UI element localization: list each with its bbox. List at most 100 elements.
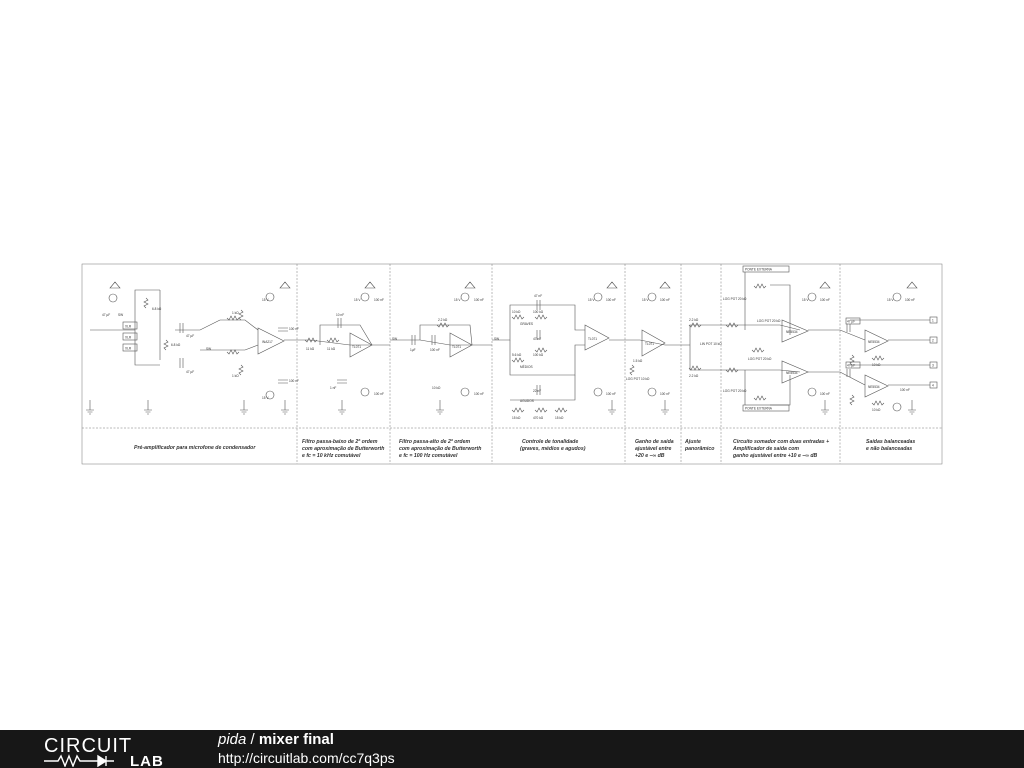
label-supply-3: 15 V — [354, 298, 361, 302]
schematic-frame — [81, 263, 943, 465]
label-r-10k-a: 10 kΩ — [432, 386, 441, 390]
schematic-diagram[interactable]: 47 µF SW XLR XLR XLR 6.8 kΩ 6.8 kΩ 47 µF… — [0, 0, 1024, 730]
label-graves: GRAVES — [520, 322, 533, 326]
caption-summer-3: ganho ajustável entre +10 e –∞ dB — [732, 453, 818, 459]
caption-tone-2: (graves, médios e agudos) — [520, 446, 586, 452]
ne5534-out-top — [864, 329, 889, 353]
logo-resistor-icon — [44, 754, 88, 767]
label-r-2k2-c: 2.2 kΩ — [689, 374, 699, 378]
ne5534-summer-top — [781, 319, 809, 343]
label-c-47u-b: 47 µF — [186, 334, 194, 338]
label-r-6k8-a: 6.8 kΩ — [152, 307, 162, 311]
label-r-6k8-b: 6.8 kΩ — [171, 343, 181, 347]
resistors — [143, 283, 885, 413]
label-supply-7: 15 V — [802, 298, 809, 302]
label-pot-log-20k-a: LOG POT 20 kΩ — [723, 297, 747, 301]
ne5534-summer-bottom — [781, 360, 809, 384]
circuit-name: mixer final — [258, 731, 334, 748]
label-supply-1: 15 V — [262, 298, 269, 302]
label-r-470k: 470 kΩ — [533, 416, 544, 420]
label-ina: INA217 — [262, 340, 273, 344]
label-r-10k-c: 10 kΩ — [872, 363, 881, 367]
label-tl071-1: TL071 — [352, 345, 361, 349]
label-supply-8: 15 V — [887, 298, 894, 302]
label-c-100n-14: 100 nF — [905, 298, 915, 302]
circuitlab-logo[interactable]: CIRCUIT LAB — [44, 733, 174, 767]
label-sw-1: SW — [118, 313, 123, 317]
label-c-100n-12: 100 nF — [820, 298, 830, 302]
logo-text-lab: LAB — [130, 753, 164, 767]
label-r-11k: 11 kΩ — [306, 347, 315, 351]
label-c-47n-b: 47 nF — [533, 337, 541, 341]
label-medios: MÉDIOS — [520, 364, 533, 369]
label-c-100n-15: 100 nF — [900, 388, 910, 392]
label-ne5534-3: NE5534 — [868, 340, 880, 344]
caption-highpass-1: Filtro passa-alto de 2ª ordem — [399, 439, 470, 445]
op-amps — [257, 319, 889, 398]
label-r-1k5: 1.5 kΩ — [633, 359, 643, 363]
label-r-11k-b: 11 kΩ — [327, 347, 336, 351]
title-separator: / — [246, 731, 259, 748]
label-c-100n-13: 100 nF — [820, 392, 830, 396]
label-pin-2: 2 — [932, 339, 934, 343]
label-supply-6: 15 V — [642, 298, 649, 302]
connectors — [122, 265, 938, 412]
label-ne5534-1: NE5534 — [786, 330, 798, 334]
tl071-highpass-opamp — [449, 332, 473, 358]
caption-pan-2: panorâmico — [684, 446, 714, 452]
label-ponte-top: PONTE EXTERNA — [745, 268, 773, 272]
label-ne5534-4: NE5534 — [868, 385, 880, 389]
label-tl071-3: TL071 — [588, 337, 597, 341]
caption-pan-1: Ajuste — [684, 439, 701, 445]
ina217-opamp — [257, 327, 285, 355]
label-c-100n-8: 100 nF — [606, 298, 616, 302]
label-c-47u-out2: 47 µF — [847, 364, 855, 368]
label-xlr-3: XLR — [125, 347, 132, 351]
footer-bar — [0, 730, 1024, 768]
signal-wires — [90, 272, 930, 406]
label-supply-4: 15 V — [454, 298, 461, 302]
ne5534-out-bottom — [864, 374, 889, 398]
supply-sources — [108, 292, 902, 412]
logo-text-circuit: CIRCUIT — [44, 735, 132, 757]
label-c-1n: 1 nF — [330, 386, 336, 390]
label-xlr-2: XLR — [125, 336, 132, 340]
label-r-15k-b: 15 kΩ — [555, 416, 564, 420]
logo-diode-icon — [88, 754, 114, 767]
label-c-100n-2: 100 nF — [289, 379, 299, 383]
label-pin-4: 4 — [932, 384, 934, 388]
label-ne5534-2: NE5534 — [786, 371, 798, 375]
label-c-47n: 47 nF — [534, 294, 542, 298]
label-r-1k-a: 1 kΩ — [232, 311, 239, 315]
circuit-title: pida / mixer final — [218, 731, 334, 748]
label-c-10n: 10 nF — [336, 313, 344, 317]
label-pot-log-20k-d: LOG POT 20 kΩ — [723, 389, 747, 393]
caption-gain-3: +20 e –∞ dB — [635, 453, 665, 459]
caption-outputs-2: e não balanceadas — [866, 446, 912, 452]
label-sw-3: SW — [392, 337, 397, 341]
label-c-1u: 1µF — [410, 348, 416, 352]
label-r-15k-a: 15 kΩ — [512, 416, 521, 420]
circuit-url[interactable]: http://circuitlab.com/cc7q3ps — [218, 750, 395, 766]
label-c-100n-10: 100 nF — [660, 298, 670, 302]
label-r-2k2-b: 2.2 kΩ — [689, 318, 699, 322]
tl071-lowpass-opamp — [349, 332, 373, 358]
label-tl071-2: TL071 — [452, 345, 461, 349]
section-captions: Pré-amplificador para microfone de conde… — [134, 439, 915, 459]
label-agudos: AGUDOS — [520, 399, 534, 403]
label-r-5k6: 5.6 kΩ — [512, 353, 522, 357]
author-link[interactable]: pida — [218, 731, 247, 748]
caption-lowpass-1: Filtro passa-baixo de 2ª ordem — [302, 439, 378, 445]
label-c-100n-4: 100 nF — [374, 392, 384, 396]
label-tl071-4: TL071 — [645, 342, 654, 346]
label-pot-lin: LIN POT 10 kΩ — [700, 342, 722, 346]
label-c-47u-out1: 47 µF — [847, 320, 855, 324]
label-r-100k-a: 100 kΩ — [533, 310, 544, 314]
caption-tone-1: Controle de tonalidade — [522, 439, 578, 445]
label-supply-2: 15 V — [262, 396, 269, 400]
caption-highpass-3: e fc = 100 Hz comutável — [399, 453, 458, 459]
label-r-10k-d: 10 kΩ — [872, 408, 881, 412]
label-pot-log-20k-b: LOG POT 20 kΩ — [757, 319, 781, 323]
label-c-22n: 22 nF — [533, 389, 541, 393]
label-c-100n-7: 100 nF — [474, 392, 484, 396]
